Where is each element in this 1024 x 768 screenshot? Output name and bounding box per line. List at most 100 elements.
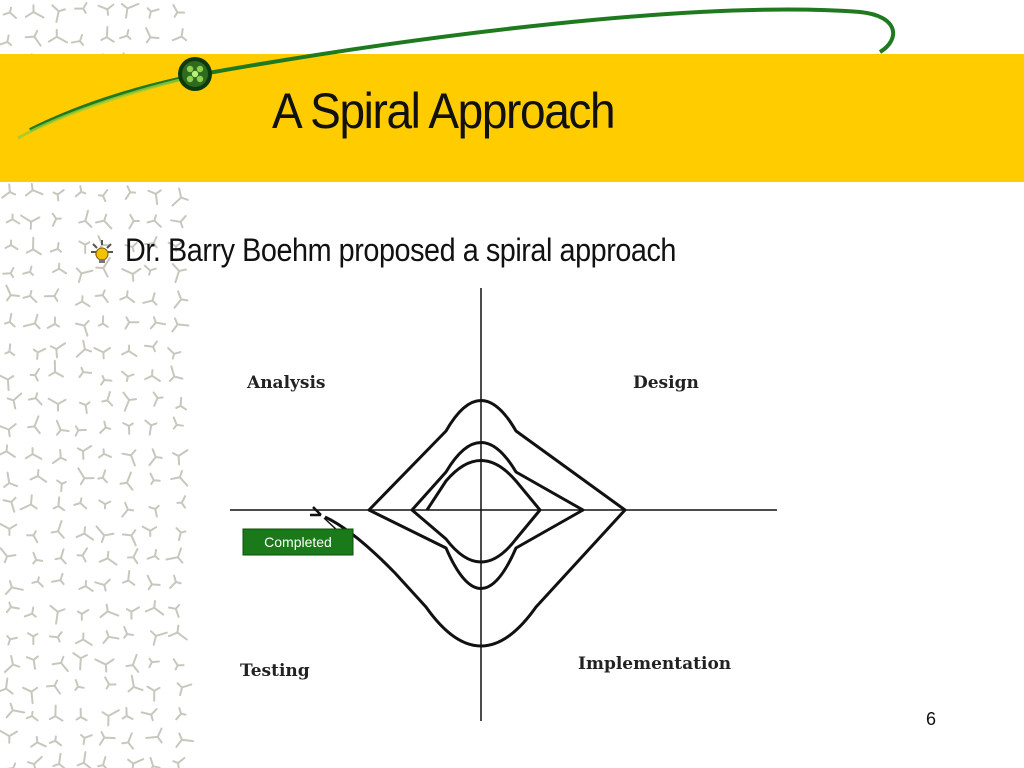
page-number: 6 — [926, 709, 937, 729]
pattern-glyph — [143, 264, 157, 276]
pattern-glyph — [5, 284, 21, 302]
pattern-glyph — [74, 632, 93, 646]
pattern-glyph — [142, 292, 158, 306]
pattern-glyph — [149, 630, 168, 646]
pattern-glyph — [4, 343, 16, 357]
pattern-glyph — [124, 316, 140, 330]
pattern-glyph — [78, 579, 94, 592]
pattern-glyph — [170, 469, 189, 487]
pattern-glyph — [175, 396, 187, 411]
pattern-glyph — [104, 676, 117, 690]
pattern-glyph — [167, 241, 183, 253]
pattern-glyph — [24, 29, 42, 47]
pattern-glyph — [122, 422, 134, 435]
pattern-glyph — [0, 34, 13, 47]
pattern-glyph — [94, 658, 115, 673]
pattern-glyph — [29, 367, 41, 382]
pattern-glyph — [128, 213, 140, 230]
pattern-glyph — [5, 702, 26, 719]
pattern-glyph — [52, 752, 66, 768]
completed-label: Completed — [264, 534, 332, 550]
pattern-glyph — [0, 423, 17, 438]
pattern-glyph — [51, 449, 67, 465]
pattern-glyph — [145, 27, 160, 44]
pattern-glyph — [50, 520, 65, 539]
pattern-glyph — [0, 677, 14, 695]
slide-title: A Spiral Approach — [272, 83, 616, 139]
pattern-glyph — [102, 630, 120, 644]
pattern-glyph — [78, 209, 93, 228]
pattern-glyph — [121, 501, 135, 518]
pattern-glyph — [148, 504, 160, 518]
pattern-glyph — [5, 213, 21, 225]
pattern-glyph — [47, 28, 69, 44]
pattern-glyph — [25, 236, 42, 256]
pattern-glyph — [171, 317, 190, 333]
pattern-glyph — [147, 189, 162, 205]
pattern-glyph — [27, 755, 43, 768]
swoosh-decoration — [17, 7, 896, 140]
pattern-glyph — [127, 758, 145, 768]
pattern-glyph — [100, 25, 115, 43]
title-band — [0, 54, 1024, 182]
pattern-glyph — [48, 704, 64, 722]
pattern-glyph — [51, 655, 69, 673]
pattern-glyph — [22, 686, 39, 705]
pattern-glyph — [121, 529, 137, 547]
pattern-glyph — [140, 708, 158, 722]
pattern-glyph — [6, 392, 23, 410]
pattern-glyph — [143, 340, 159, 353]
pattern-glyph — [20, 214, 41, 230]
pattern-glyph — [75, 295, 91, 308]
pattern-glyph — [171, 449, 189, 466]
pattern-glyph — [94, 578, 111, 592]
pattern-glyph — [26, 632, 39, 646]
pattern-glyph — [175, 527, 187, 542]
pattern-glyph — [5, 601, 20, 614]
pattern-glyph — [148, 657, 160, 669]
pattern-glyph — [76, 751, 92, 768]
pattern-glyph — [23, 606, 37, 618]
pattern-glyph — [118, 28, 132, 40]
pattern-glyph — [146, 7, 160, 19]
pattern-glyph — [127, 674, 144, 693]
pattern-glyph — [121, 267, 142, 282]
pattern-glyph — [48, 359, 65, 378]
label-implementation: Implementation — [578, 654, 731, 674]
pattern-glyph — [101, 391, 114, 407]
pattern-glyph — [74, 185, 87, 198]
pattern-glyph — [121, 449, 137, 467]
pattern-glyph — [93, 346, 112, 360]
pattern-glyph — [146, 214, 162, 228]
pattern-glyph — [24, 4, 45, 19]
pattern-glyph — [74, 679, 85, 691]
pattern-glyph — [26, 530, 39, 544]
pattern-glyph — [144, 419, 158, 436]
pattern-glyph — [52, 496, 66, 512]
pattern-glyph — [47, 397, 67, 412]
pattern-glyph — [2, 266, 15, 279]
label-testing: Testing — [240, 661, 310, 681]
pattern-glyph — [98, 550, 118, 566]
pattern-glyph — [49, 242, 63, 253]
pattern-glyph — [78, 366, 93, 379]
pattern-glyph — [168, 365, 184, 382]
pattern-glyph — [30, 735, 47, 748]
pattern-glyph — [149, 756, 161, 768]
pattern-glyph — [0, 444, 16, 458]
spiral-diagram: Completed Analysis Design Testing Implem… — [230, 288, 777, 721]
pattern-glyph — [119, 290, 136, 304]
pattern-glyph — [22, 289, 38, 303]
pattern-glyph — [79, 733, 93, 746]
pattern-glyph — [25, 655, 39, 670]
pattern-glyph — [32, 551, 44, 565]
pattern-glyph — [22, 265, 34, 276]
pattern-glyph — [148, 448, 163, 467]
pattern-glyph — [76, 444, 93, 460]
pattern-glyph — [171, 187, 189, 207]
pattern-glyph — [176, 495, 187, 509]
pattern-glyph — [78, 401, 91, 414]
pattern-glyph — [52, 189, 65, 202]
pattern-glyph — [120, 370, 135, 383]
